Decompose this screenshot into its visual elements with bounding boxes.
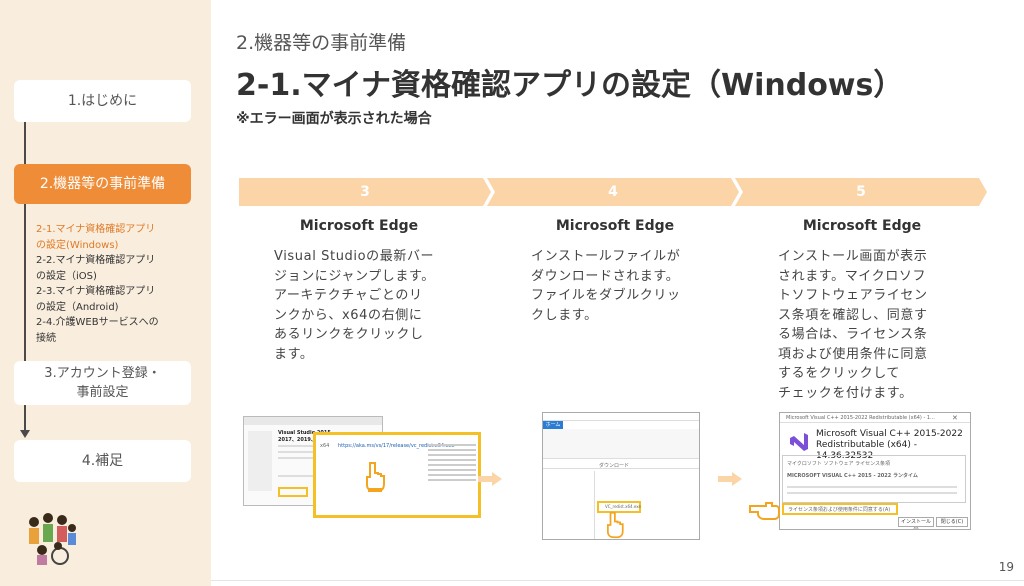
section-heading: 2.機器等の事前準備 xyxy=(236,32,407,54)
screenshot-vc-installer: Microsoft Visual C++ 2015-2022 Redistrib… xyxy=(779,412,971,530)
page-title: 2-1.マイナ資格確認アプリの設定（Windows） xyxy=(236,68,904,103)
forward-arrow-icon xyxy=(478,472,502,486)
screenshot-vs-download: Visual Studio 2015、2017、2019、および 2022 x6… xyxy=(243,410,483,525)
nav-item-preparation[interactable]: 2.機器等の事前準備 xyxy=(14,164,191,204)
step-chevron-5: 5 xyxy=(735,178,987,206)
sidebar: 1.はじめに 2.機器等の事前準備 2-1.マイナ資格確認アプリの設定(Wind… xyxy=(0,0,211,586)
subnav-item-web[interactable]: 2-4.介護WEBサービスへの接続 xyxy=(36,317,159,344)
page-subtitle: ※エラー画面が表示された場合 xyxy=(236,111,432,127)
install-button[interactable]: インストール(I) xyxy=(898,517,934,529)
visual-studio-logo-icon xyxy=(790,433,808,451)
step3-title: Microsoft Edge xyxy=(299,218,419,234)
nav-item-supplement[interactable]: 4.補足 xyxy=(14,440,191,482)
close-button[interactable]: 閉じる(C) xyxy=(936,517,968,527)
bottom-divider xyxy=(211,580,1024,581)
pointer-hand-icon xyxy=(366,462,385,492)
vc-redist-link[interactable]: https://aka.ms/vs/17/release/vc_redist.x… xyxy=(338,443,455,449)
step3-body: Visual Studioの最新バージョンにジャンプします。アーキテクチャごとの… xyxy=(274,249,435,362)
subnav-item-ios[interactable]: 2-2.マイナ資格確認アプリの設定（iOS) xyxy=(36,255,156,282)
subnav-item-android[interactable]: 2-3.マイナ資格確認アプリの設定（Android) xyxy=(36,286,156,313)
nav-item-account[interactable]: 3.アカウント登録・事前設定 xyxy=(14,361,191,405)
subnav-list: 2-1.マイナ資格確認アプリの設定(Windows) 2-2.マイナ資格確認アプ… xyxy=(36,222,206,346)
nav-item-intro[interactable]: 1.はじめに xyxy=(14,80,191,122)
timeline-arrow xyxy=(20,430,30,438)
license-heading: マイクロソフト ソフトウェア ライセンス条項 xyxy=(787,461,890,467)
installer-window-title: Microsoft Visual C++ 2015-2022 Redistrib… xyxy=(786,415,935,421)
step4-title: Microsoft Edge xyxy=(555,218,675,234)
page-number: 19 xyxy=(998,560,1014,574)
pointer-hand-icon xyxy=(607,511,624,539)
forward-arrow-icon xyxy=(718,472,742,486)
step5-body: インストール画面が表示されます。マイクロソフトソフトウェアライセン ス条項を確認… xyxy=(778,249,928,401)
ribbon-tab[interactable]: ホーム xyxy=(543,421,563,429)
screenshot-downloads-folder: ホーム ダウンロード VC_redist.x64.exe xyxy=(542,412,700,540)
license-runtime: MICROSOFT VISUAL C++ 2015 - 2022 ランタイム xyxy=(787,473,918,479)
step-chevron-3: 3 xyxy=(239,178,491,206)
file-highlight[interactable]: VC_redist.x64.exe xyxy=(597,501,641,513)
address-path: ダウンロード xyxy=(599,463,630,469)
agree-checkbox[interactable]: ライセンス条項および使用条件に同意する(A) xyxy=(782,503,898,515)
close-icon[interactable]: ✕ xyxy=(952,414,958,422)
timeline-line xyxy=(24,122,26,435)
pointer-hand-icon xyxy=(749,502,780,520)
x64-label: x64 xyxy=(320,443,330,449)
vs-heading: Visual Studio 2015、2017、2019、および 2022 xyxy=(278,430,347,443)
step5-title: Microsoft Edge xyxy=(802,218,922,234)
people-illustration xyxy=(29,513,76,565)
subnav-item-windows[interactable]: 2-1.マイナ資格確認アプリの設定(Windows) xyxy=(36,224,156,251)
url-highlight: x64 https://aka.ms/vs/17/release/vc_redi… xyxy=(313,432,481,518)
installer-file[interactable]: VC_redist.x64.exe xyxy=(605,504,641,509)
agree-label: ライセンス条項および使用条件に同意する(A) xyxy=(788,507,891,513)
step4-body: インストールファイルがダウンロードされます。ファイルをダブルクリッ クします。 xyxy=(531,249,681,323)
step-chevron-4: 4 xyxy=(487,178,739,206)
